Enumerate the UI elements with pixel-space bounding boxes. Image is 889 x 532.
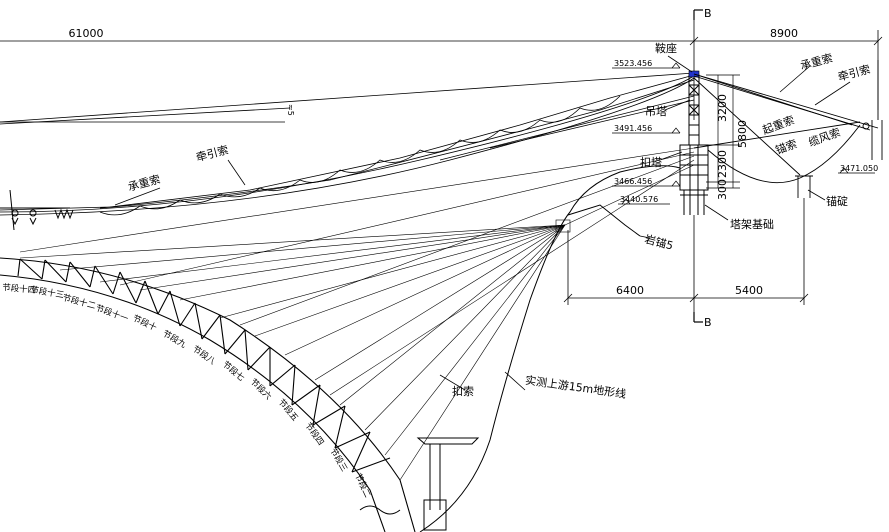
dimension-top [0, 14, 883, 120]
label-buckle-cable: 扣索 [452, 384, 474, 398]
label-anchor-5: 岩锚5 [643, 232, 675, 253]
segment-label: 节段四 [303, 420, 327, 447]
elev-lower: 3440.576 [620, 195, 658, 204]
dim-base-left: 6400 [616, 284, 644, 297]
dim-300: 300 [716, 179, 729, 200]
segment-label: 节段十 [131, 313, 159, 334]
lower-pier [359, 437, 480, 531]
dimension-vertical [706, 74, 740, 189]
label-traction-left: 牵引索 [194, 142, 229, 164]
label-saddle: 鞍座 [655, 41, 677, 55]
section-mark-bottom [693, 312, 703, 323]
label-main-cable-right: 承重索 [799, 51, 834, 73]
section-mark-top [693, 9, 703, 20]
label-anchor-block: 锚碇 [826, 194, 848, 208]
elev-right: 3471.050 [840, 164, 878, 173]
segment-label: 节段二 [352, 472, 373, 500]
main-cables [0, 72, 695, 216]
segment-label: 节段三 [327, 446, 349, 474]
segment-label: 节段十四 [2, 282, 37, 296]
right-cables [693, 60, 883, 198]
fan-cables [19, 147, 695, 481]
segment-label: 节段九 [161, 328, 189, 351]
section-b-bottom: B [704, 316, 712, 329]
segment-label: 节段七 [220, 359, 247, 384]
elev-mid: 3491.456 [614, 124, 652, 133]
pulley-blocks [0, 189, 74, 231]
dim-5800: 5800 [736, 120, 749, 148]
dim-span-right: 8900 [770, 27, 798, 40]
segment-label: 节段十三 [29, 284, 64, 301]
label-anchor-cable: 锚索 [773, 136, 798, 157]
label-tower-foundation: 塔架基础 [730, 218, 774, 231]
arch-truss [0, 257, 416, 532]
dim-2300: 2300 [716, 150, 729, 178]
segment-label: 节段八 [190, 343, 218, 367]
label-terrain: 实测上游15m地形线 [524, 373, 627, 401]
segment-label: 节段十二 [61, 292, 97, 312]
cable-count-marker: ≈5 [286, 104, 295, 116]
elev-cap: 3466.456 [614, 177, 652, 186]
label-traction-right: 牵引索 [836, 62, 871, 84]
section-b-top: B [704, 7, 712, 20]
label-lifting-cable: 起重索 [760, 113, 796, 137]
segment-label: 节段十一 [94, 302, 130, 324]
dim-span-left: 61000 [69, 27, 104, 40]
elevation-marks [612, 62, 875, 205]
terrain-line [419, 165, 681, 532]
label-hoist-tower: 吊塔 [645, 105, 667, 118]
elev-top: 3523.456 [614, 59, 652, 68]
label-main-cable-left: 承重索 [126, 172, 161, 194]
dimension-bottom [563, 198, 809, 320]
dim-base-right: 5400 [735, 284, 763, 297]
label-wind-cable: 缆风索 [806, 125, 842, 149]
